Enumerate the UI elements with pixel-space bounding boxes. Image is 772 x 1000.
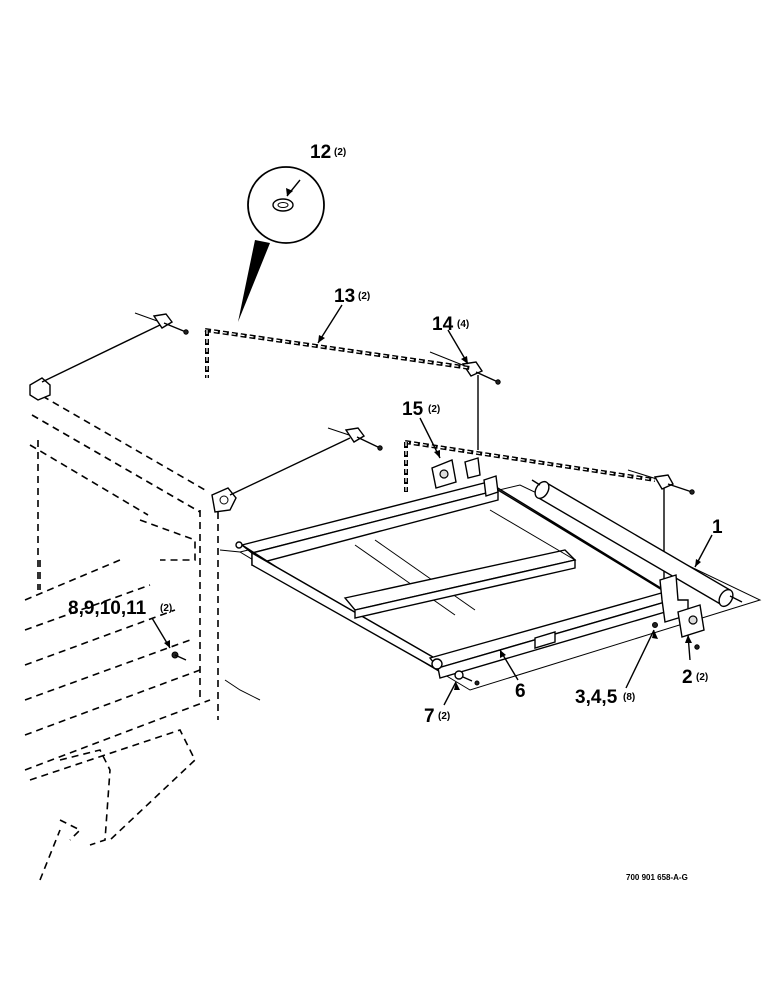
callout-6-number: 6 [515, 681, 526, 702]
chain-rear [204, 328, 471, 378]
callout-1-number: 1 [712, 517, 723, 538]
support-rods [41, 324, 665, 580]
callout-12-number: 12 [310, 142, 331, 163]
callout-8-11-qty: (2) [160, 603, 172, 614]
machine-body [24, 377, 261, 881]
callout-7-number: 7 [424, 706, 435, 727]
callout-2-number: 2 [682, 667, 693, 688]
fastener-hardware [171, 651, 480, 686]
callout-2-qty: (2) [696, 672, 708, 683]
chain-front [404, 440, 656, 492]
eyebolt-left-front [327, 427, 383, 451]
eyebolt-right-front [627, 469, 695, 495]
callout-8-11-number: 8,9,10,11 [68, 598, 147, 619]
callout-3-5-qty: (8) [623, 692, 635, 703]
callout-12-qty: (2) [334, 147, 346, 158]
callout-13-qty: (2) [358, 291, 370, 302]
callout-13-number: 13 [334, 286, 355, 307]
callout-15-number: 15 [402, 399, 424, 420]
detail-callout-12 [238, 166, 325, 322]
callout-7-qty: (2) [438, 711, 450, 722]
callout-3-5-number: 3,4,5 [575, 687, 618, 708]
eyebolt-right-rear [429, 351, 501, 385]
eyebolt-left-rear [134, 312, 189, 335]
end-bracket [652, 574, 705, 650]
leader-lines [151, 179, 713, 706]
roller [531, 479, 743, 608]
callout-14-qty: (4) [457, 319, 469, 330]
callout-15-qty: (2) [428, 404, 440, 415]
drawing-code: 700 901 658-A-G [626, 873, 688, 882]
callout-14-number: 14 [432, 314, 454, 335]
callout-labels: 12 (2) 13 (2) 14 (4) 15 (2) 1 8,9,10,11 … [68, 142, 723, 882]
tray-frame [235, 457, 762, 691]
